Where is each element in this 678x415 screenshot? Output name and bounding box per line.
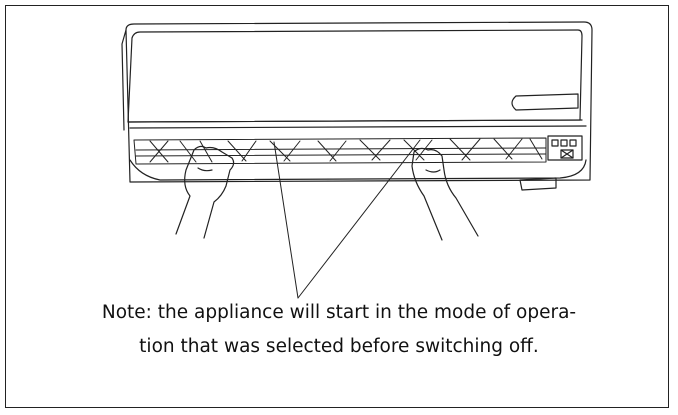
air-outlet-louvres [133,137,547,165]
note-line-2: tion that was selected before switching … [139,336,539,357]
left-hand [175,145,235,239]
pointer-lines [273,139,421,299]
right-hand [411,147,479,241]
control-button [560,139,568,147]
figure-frame [5,5,669,408]
indoor-unit [121,21,593,191]
note-text: Note: the appliance will start in the mo… [0,296,678,364]
control-button [551,139,559,147]
control-button [569,139,577,147]
receiver-icon [560,149,574,159]
display-window [511,93,579,111]
note-line-1: Note: the appliance will start in the mo… [101,302,577,323]
